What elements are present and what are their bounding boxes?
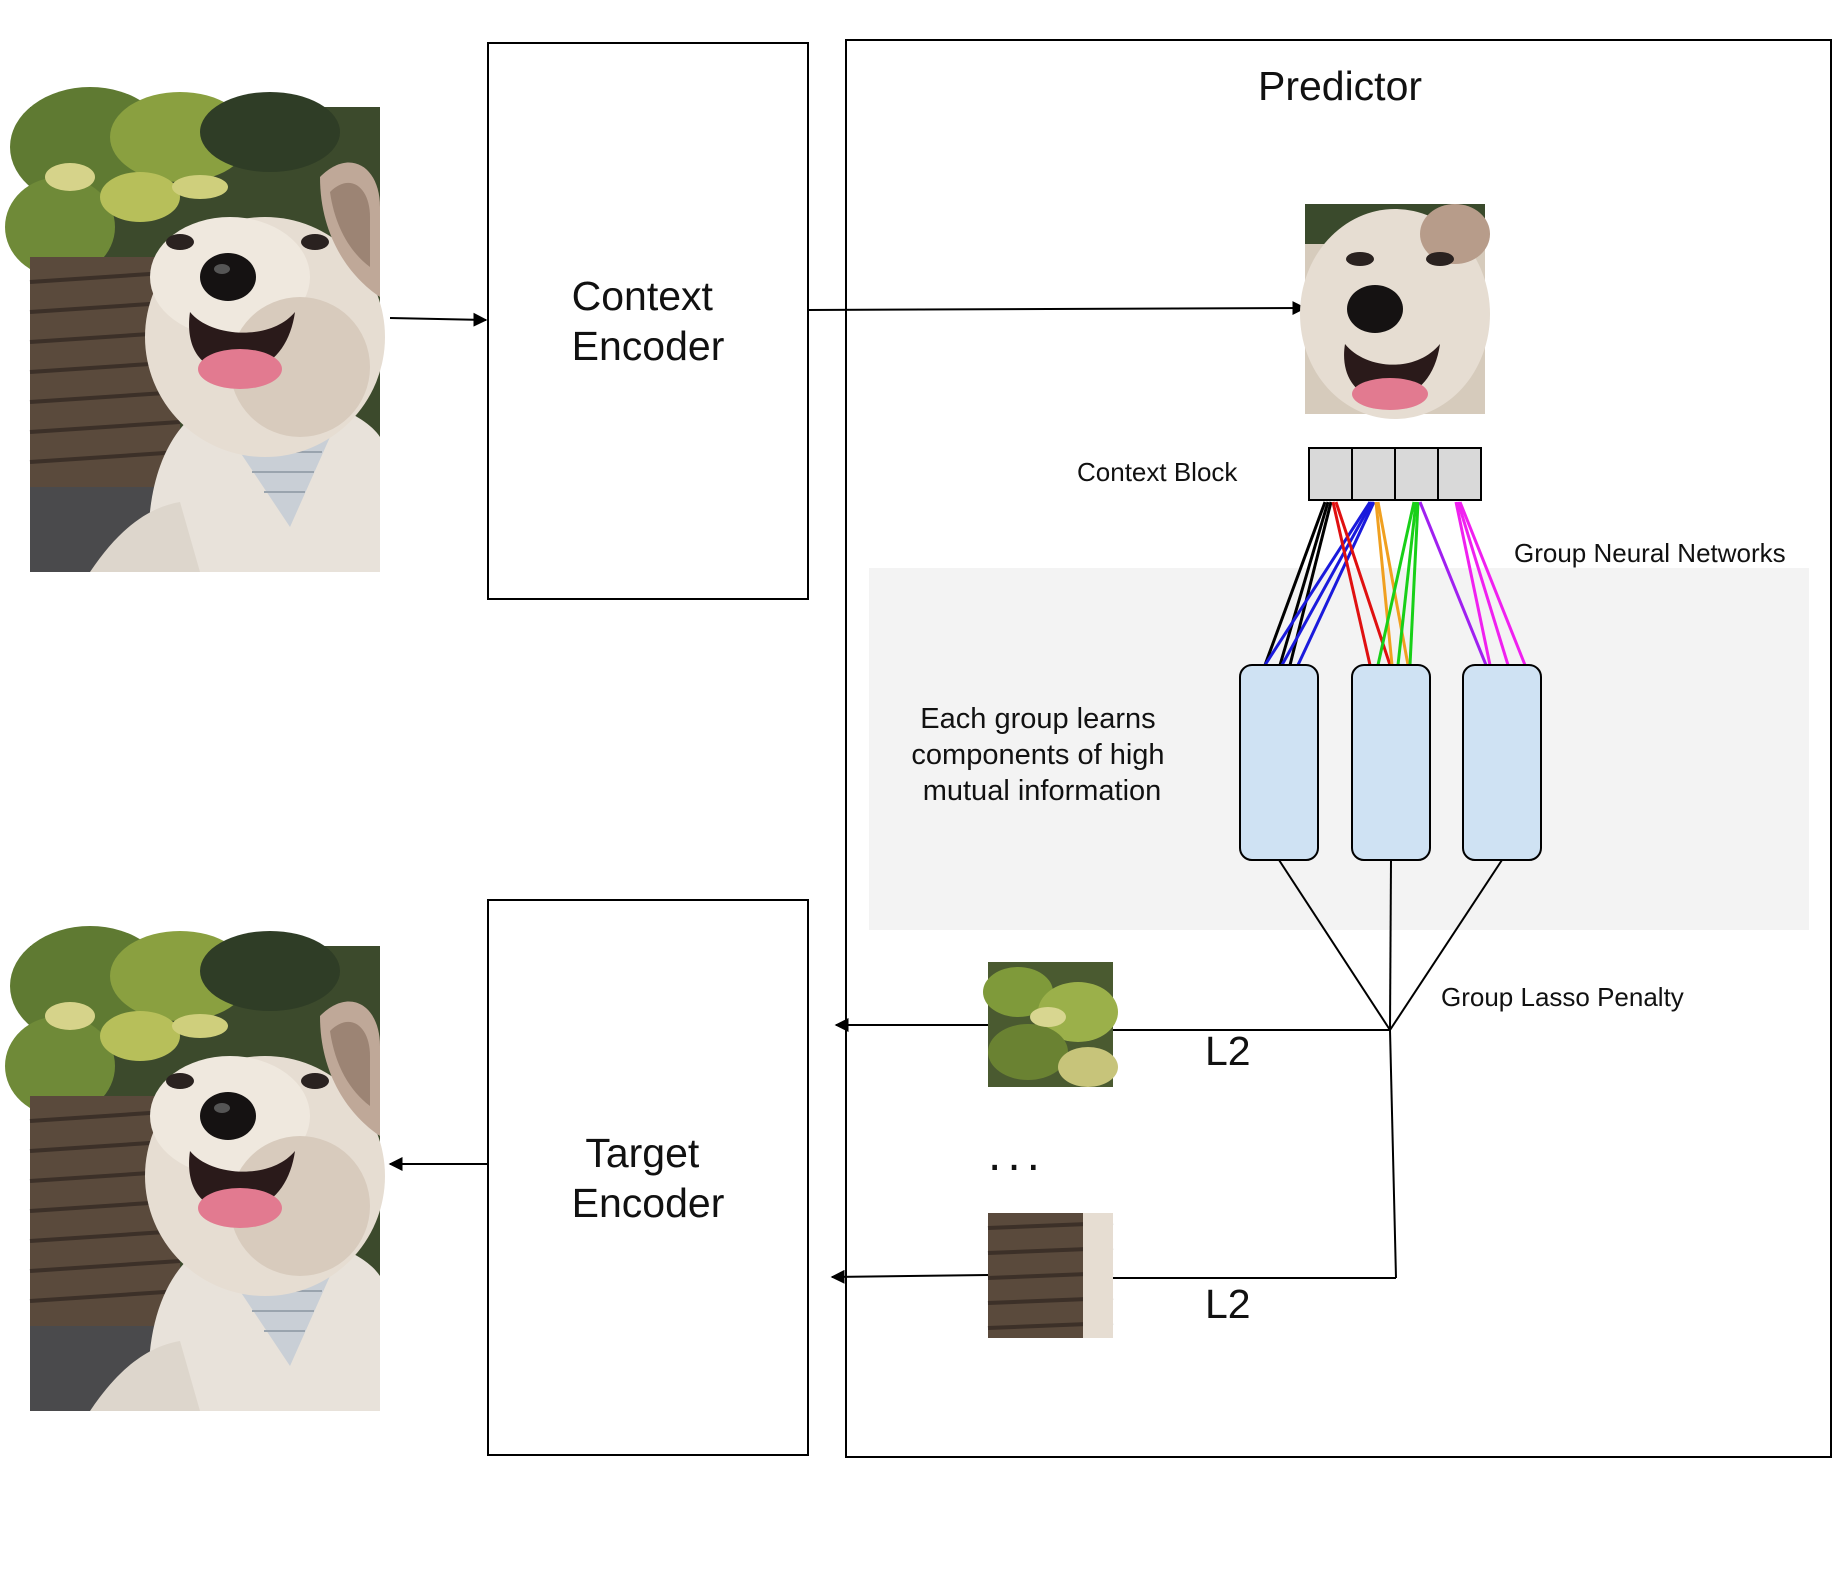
- group-area: [869, 568, 1809, 930]
- l2-label-bottom: L2: [1205, 1281, 1251, 1327]
- svg-text:Each group learns componen: Each group learns components of high mut…: [911, 703, 1172, 807]
- each-group-line2: components of high: [911, 739, 1164, 771]
- predictor-title: Predictor: [1258, 63, 1422, 109]
- l2-label-top: L2: [1205, 1028, 1251, 1074]
- group-lasso-lines: [1110, 859, 1503, 1279]
- svg-text:Target Encoder: Target Encoder: [572, 1130, 725, 1226]
- each-group-line3: mutual information: [923, 775, 1162, 807]
- input-image: [3, 85, 387, 574]
- target-patch-basket: [986, 1211, 1115, 1340]
- target-patch-foliage: [983, 962, 1118, 1087]
- context-encoder-box: [487, 42, 809, 600]
- each-group-line1: Each group learns: [920, 703, 1155, 735]
- connection-lines: [1263, 501, 1527, 666]
- target-encoder-box: [487, 899, 809, 1456]
- target-image: [3, 924, 387, 1413]
- svg-text:Context Encoder: Context Encoder: [572, 273, 725, 369]
- context-block-label: Context Block: [1077, 457, 1238, 487]
- group-network-3: [1462, 664, 1542, 861]
- context-encoder-label-line1: Context: [572, 273, 714, 319]
- context-to-predictor-arrow: [807, 301, 1307, 316]
- ellipsis: ...: [988, 1128, 1046, 1181]
- context-block: [1308, 447, 1482, 501]
- predictor-box: [845, 39, 1832, 1458]
- group-network-1: [1239, 664, 1319, 861]
- target-encoder-label-line2: Encoder: [572, 1180, 725, 1226]
- patch2-to-target-arrow: [830, 1269, 989, 1284]
- context-encoder-label-line2: Encoder: [572, 323, 725, 369]
- group-network-2: [1351, 664, 1431, 861]
- group-lasso-penalty-label: Group Lasso Penalty: [1441, 982, 1684, 1012]
- input-to-context-arrow: [389, 312, 488, 327]
- group-neural-networks-label: Group Neural Networks: [1514, 538, 1786, 568]
- target-encoder-label-line1: Target: [585, 1130, 700, 1176]
- context-crop-image: [1300, 204, 1490, 419]
